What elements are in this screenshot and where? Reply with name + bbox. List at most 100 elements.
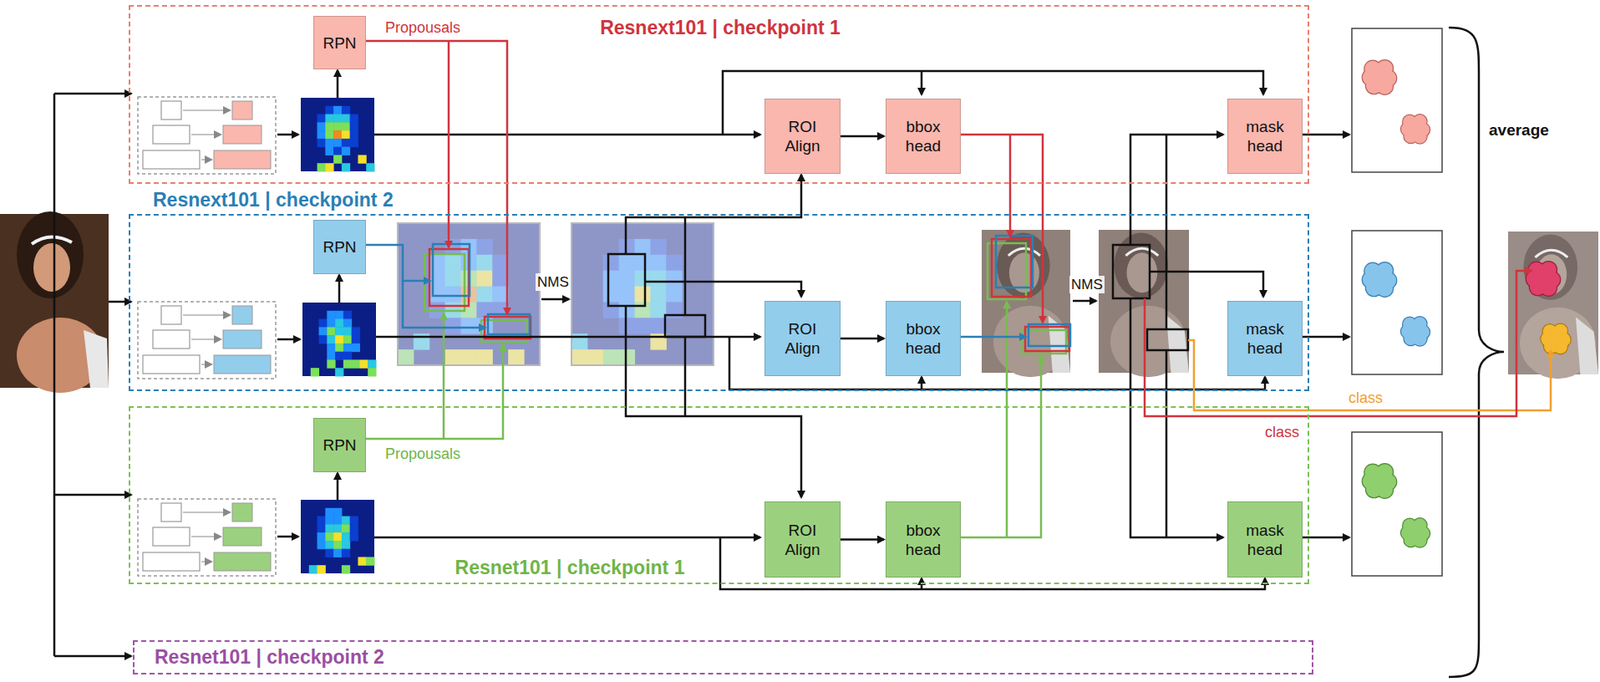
pyramid-feature	[223, 125, 262, 144]
box-label: bbox head	[893, 319, 954, 358]
heatmap-cell	[326, 343, 336, 352]
heatmap-cell	[333, 114, 342, 123]
wire	[374, 536, 761, 539]
heatmap-cell	[350, 114, 359, 123]
heatmap-cell	[351, 335, 361, 344]
heatmap-cell	[317, 121, 326, 131]
heatmap-cell	[319, 335, 328, 344]
wire	[684, 217, 687, 315]
heatmap-cell	[341, 138, 351, 148]
annotation-label: class	[1346, 389, 1385, 407]
nms-box	[608, 253, 646, 306]
annotation-label: average	[1487, 121, 1551, 139]
pyramid-arrow	[201, 561, 212, 563]
heatmap-cell	[333, 130, 342, 139]
pyramid-level	[152, 330, 190, 349]
heatmap-cell	[317, 532, 326, 541]
heatmap-cell	[325, 114, 334, 123]
heatmap-cell	[325, 548, 334, 558]
faded-overlay	[397, 223, 540, 366]
mask-blob	[1371, 68, 1387, 85]
pyramid-level	[161, 101, 182, 120]
pyramid-frame	[137, 498, 276, 576]
heatmap-cell	[350, 121, 359, 131]
heatmap-cell	[325, 523, 334, 533]
wire	[1144, 270, 1532, 417]
mask-blob	[1408, 324, 1423, 338]
process-box: RPN	[313, 219, 366, 275]
wire	[108, 300, 132, 304]
pyramid-level	[152, 125, 190, 144]
heatmap-cell	[343, 343, 352, 352]
heatmap-cell	[326, 319, 336, 328]
wire	[1165, 134, 1169, 330]
heatmap-cell	[343, 359, 352, 368]
box-label: mask head	[1234, 319, 1296, 358]
heatmap-cell	[341, 548, 351, 558]
wire	[53, 93, 56, 656]
heatmap	[300, 499, 375, 574]
mask-blob	[1371, 472, 1387, 488]
process-box: mask head	[1227, 98, 1303, 174]
heatmap-cell	[325, 516, 334, 525]
annotation-label: NMS	[1069, 275, 1105, 294]
mask-blob	[1408, 525, 1423, 539]
heatmap-cell	[357, 154, 366, 163]
photo-dress	[1166, 315, 1189, 373]
heatmap-cell	[367, 359, 376, 368]
box-label: ROI Align	[772, 116, 834, 156]
heatmap-cell	[333, 507, 342, 517]
heatmap-cell	[325, 106, 334, 115]
pyramid-level	[142, 150, 200, 169]
photo-headband	[1534, 249, 1568, 258]
wire	[541, 298, 569, 301]
annotation-label: Propousals	[383, 445, 463, 463]
pyramid-arrow	[191, 536, 221, 538]
heatmap-cell	[317, 130, 326, 139]
connector	[840, 337, 884, 341]
pyramid-frame	[137, 301, 276, 379]
pyramid-feature	[232, 305, 253, 325]
pyramid-level	[142, 355, 200, 374]
process-box: mask head	[1227, 501, 1303, 578]
wire	[336, 472, 340, 500]
heatmap-cell	[325, 532, 334, 541]
pyramid-feature	[213, 552, 271, 571]
wire	[375, 335, 761, 339]
heatmap-cell	[317, 564, 326, 574]
wire	[336, 70, 340, 98]
box-label: ROI Align	[772, 319, 834, 358]
photo-headband	[1008, 248, 1041, 256]
heatmap-cell	[325, 507, 334, 517]
heatmap-cell	[343, 319, 352, 328]
wire	[1130, 134, 1224, 245]
proposal-box	[487, 314, 530, 335]
connector	[840, 538, 884, 541]
group-title: Resnet101 | checkpoint 2	[154, 645, 385, 669]
process-box: RPN	[313, 15, 366, 70]
heatmap-cell	[333, 532, 342, 541]
wire	[1072, 299, 1097, 303]
heatmap-cell	[317, 114, 326, 123]
photo-headband	[1125, 248, 1159, 256]
wire	[959, 134, 1043, 323]
heatmap-cell	[351, 343, 361, 352]
box-label: RPN	[322, 237, 356, 257]
wire	[364, 344, 503, 439]
pyramid-frame	[137, 96, 276, 174]
pyramid-arrow	[191, 339, 221, 341]
heatmap-cell	[333, 516, 342, 525]
wire	[959, 335, 1027, 339]
photo-hair	[1523, 233, 1578, 300]
process-box: ROI Align	[764, 300, 841, 376]
heatmap-cell	[317, 516, 326, 525]
detection-box	[987, 243, 1027, 300]
proposal-box	[429, 248, 469, 306]
box-label: mask head	[1234, 116, 1296, 156]
box-label: mask head	[1234, 520, 1296, 559]
model-band: Resnext101 | checkpoint 2RPNROI Alignbbo…	[128, 213, 1310, 392]
heatmap-cell	[357, 556, 366, 565]
process-box: ROI Align	[764, 501, 841, 578]
pyramid-arrow	[182, 110, 230, 112]
